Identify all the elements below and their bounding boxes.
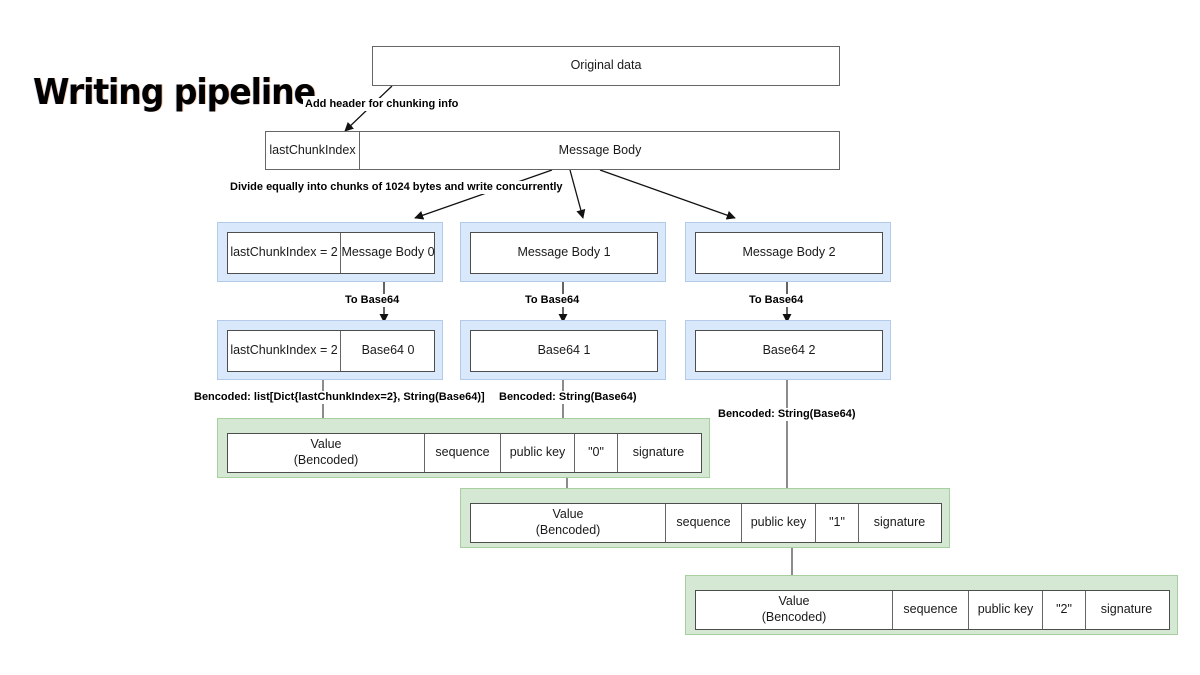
chunk-0-cell-1: Message Body 0 [340, 233, 435, 273]
base64-2-cell-0: Base64 2 [762, 343, 816, 358]
record-2-salt: "2" [1042, 591, 1085, 629]
record-0-sequence: sequence [424, 434, 500, 472]
record-1-public-key: public key [741, 504, 815, 542]
page-title: Writing pipeline [33, 72, 316, 113]
edge-divide-0 [414, 169, 553, 220]
edge-label-add-header: Add header for chunking info [303, 98, 461, 111]
base64-0-cell-1: Base64 0 [340, 331, 435, 371]
record-2-value-line1: Value [778, 594, 810, 609]
chunk-group-0: lastChunkIndex = 2 Message Body 0 [217, 222, 443, 282]
record-1-value-line2: (Bencoded) [535, 523, 601, 537]
base64-group-2: Base64 2 [685, 320, 891, 380]
base64-group-0: lastChunkIndex = 2 Base64 0 [217, 320, 443, 380]
base64-1-cell-0: Base64 1 [537, 343, 591, 358]
record-1-salt: "1" [815, 504, 858, 542]
record-group-2: Value (Bencoded) sequence public key "2"… [685, 575, 1178, 635]
record-2-sequence: sequence [892, 591, 968, 629]
chunk-1-cell-0: Message Body 1 [517, 245, 611, 260]
edge-label-to-base64-1: To Base64 [523, 294, 582, 307]
edge-label-to-base64-2: To Base64 [747, 294, 806, 307]
edge-divide-1 [569, 169, 586, 219]
record-2-value: Value (Bencoded) [696, 591, 892, 629]
node-headered-message: lastChunkIndex Message Body [265, 131, 840, 170]
edge-label-bencoded-2: Bencoded: String(Base64) [716, 408, 858, 421]
chunk-group-2: Message Body 2 [685, 222, 891, 282]
edge-label-to-base64-0: To Base64 [343, 294, 402, 307]
record-0-value-line2: (Bencoded) [293, 453, 359, 467]
record-1-sequence: sequence [665, 504, 741, 542]
base64-group-1: Base64 1 [460, 320, 666, 380]
record-0-value-line1: Value [310, 437, 342, 452]
edge-label-divide: Divide equally into chunks of 1024 bytes… [228, 181, 565, 194]
base64-0-cell-0: lastChunkIndex = 2 [230, 343, 338, 358]
node-original-data: Original data [372, 46, 840, 86]
edge-label-bencoded-0: Bencoded: list[Dict{lastChunkIndex=2}, S… [192, 391, 487, 404]
chunk-2-cell-0: Message Body 2 [742, 245, 836, 260]
record-1-value: Value (Bencoded) [471, 504, 665, 542]
record-group-0: Value (Bencoded) sequence public key "0"… [217, 418, 710, 478]
headered-cell-1: Message Body [359, 132, 840, 169]
edge-divide-2 [599, 169, 736, 220]
record-1-value-line1: Value [552, 507, 584, 522]
record-0-salt: "0" [574, 434, 617, 472]
chunk-group-1: Message Body 1 [460, 222, 666, 282]
record-2-public-key: public key [968, 591, 1042, 629]
original-data-label: Original data [570, 58, 642, 73]
record-1-signature: signature [858, 504, 940, 542]
record-0-public-key: public key [500, 434, 574, 472]
headered-cell-0: lastChunkIndex [269, 142, 356, 157]
chunk-0-cell-0: lastChunkIndex = 2 [230, 245, 338, 260]
edge-label-bencoded-1: Bencoded: String(Base64) [497, 391, 639, 404]
record-2-value-line2: (Bencoded) [761, 610, 827, 624]
record-2-signature: signature [1085, 591, 1167, 629]
record-0-value: Value (Bencoded) [228, 434, 424, 472]
record-0-signature: signature [617, 434, 699, 472]
record-group-1: Value (Bencoded) sequence public key "1"… [460, 488, 950, 548]
